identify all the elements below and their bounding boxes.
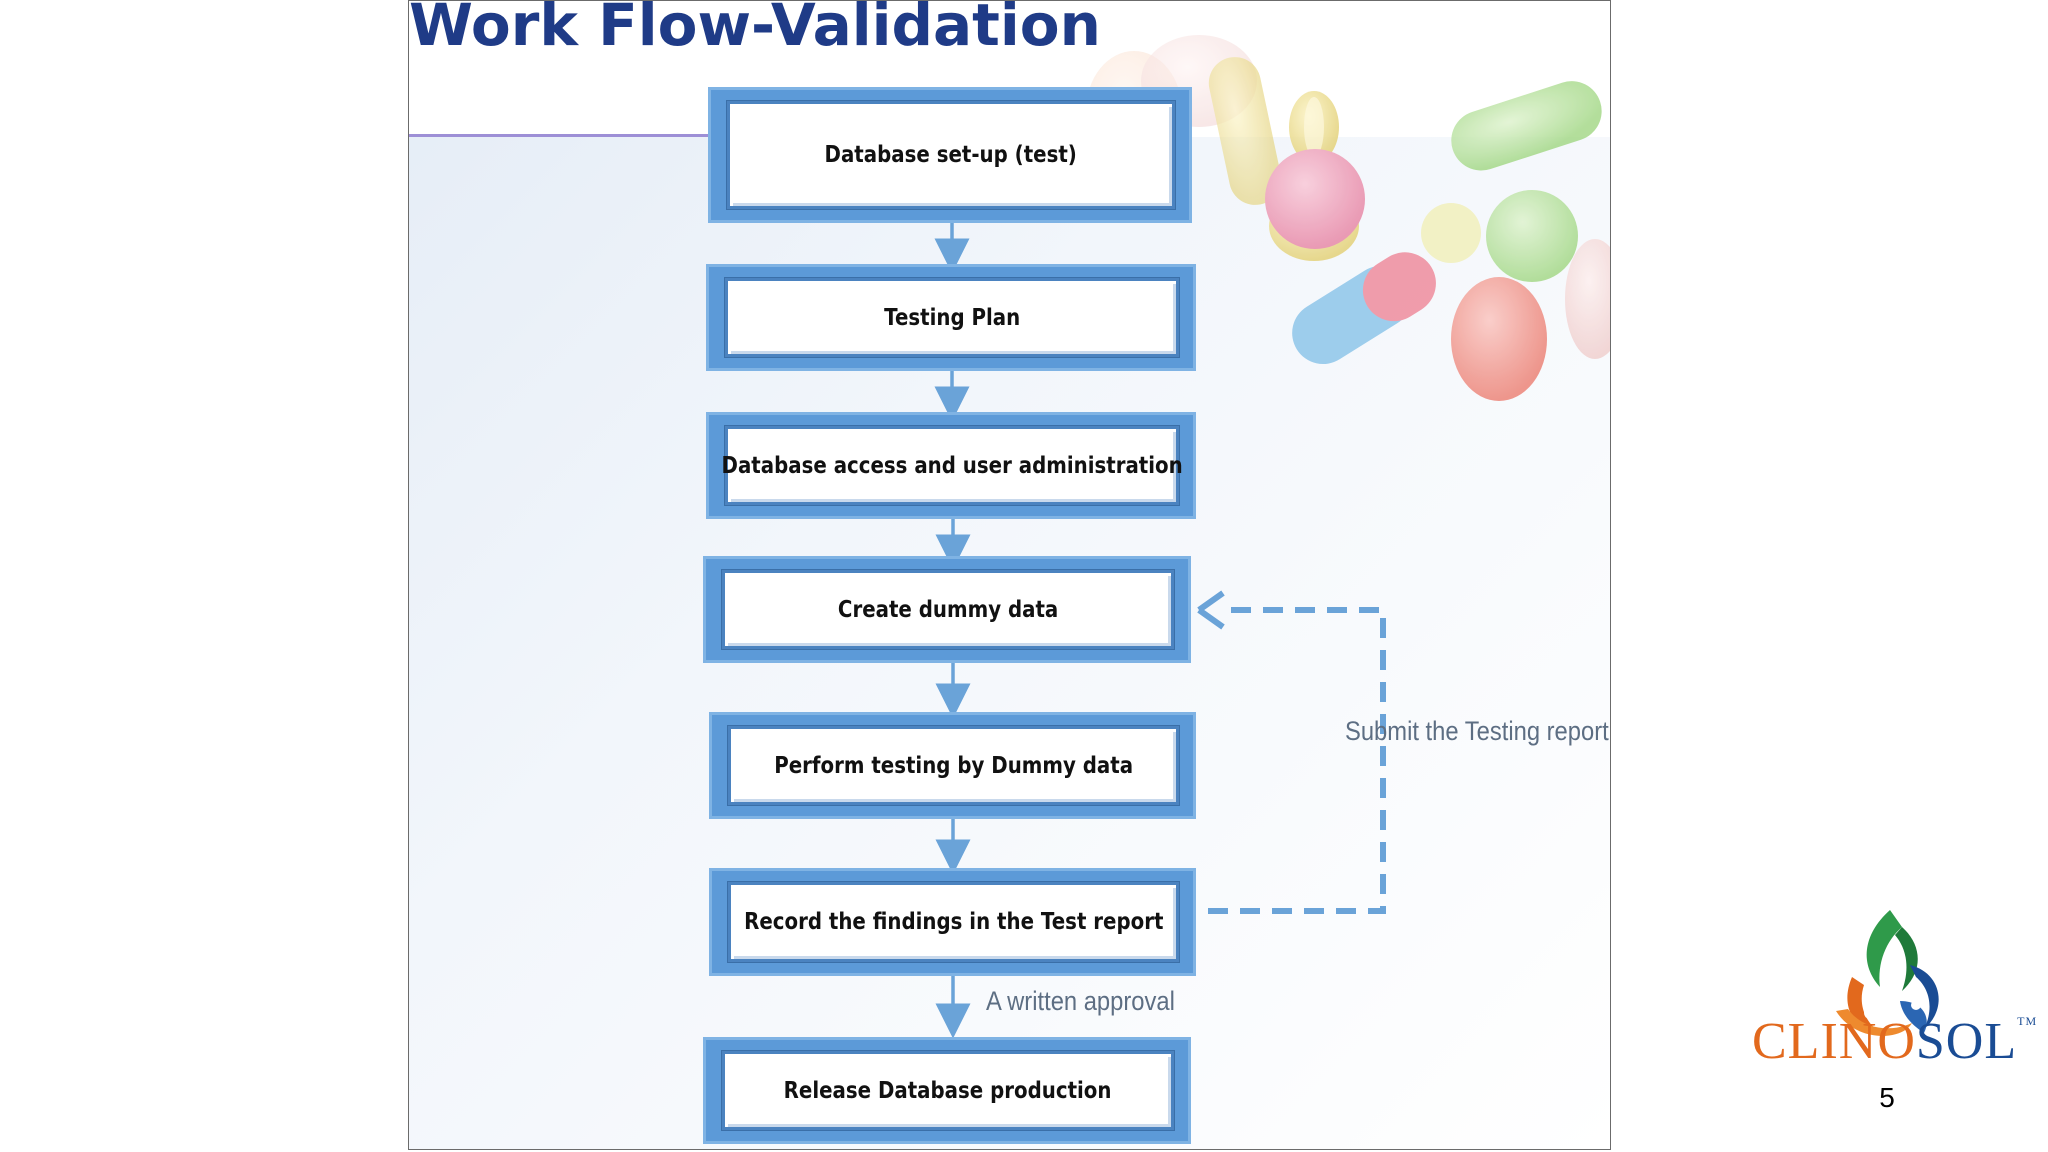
- step-label: Database access and user administration: [721, 452, 1183, 479]
- step-database-setup: Database set-up (test): [708, 87, 1192, 223]
- feedback-label: Submit the Testing report: [1345, 716, 1609, 746]
- step-record-findings: Record the findings in the Test report: [709, 868, 1196, 976]
- brand-logotype: CLINOSOLTM: [1752, 1013, 2038, 1070]
- step-label: Perform testing by Dummy data: [774, 752, 1133, 779]
- title-underline: [409, 134, 713, 137]
- step-label: Release Database production: [784, 1077, 1112, 1104]
- slide: Work Flow-Validation Database set-up (te…: [408, 0, 1611, 1150]
- pills-decoration-image: [1086, 35, 1610, 401]
- flow-connectors: [934, 223, 1386, 1039]
- step-perform-testing: Perform testing by Dummy data: [709, 712, 1196, 819]
- step-label: Database set-up (test): [824, 142, 1078, 168]
- feedback-arrowhead: [1197, 590, 1225, 630]
- step-release-production: Release Database production: [703, 1037, 1191, 1144]
- step-label: Testing Plan: [883, 304, 1021, 331]
- step-create-dummy-data: Create dummy data: [703, 556, 1191, 663]
- step-testing-plan: Testing Plan: [706, 264, 1196, 371]
- page-number: 5: [1879, 1082, 1895, 1113]
- step-label: Record the findings in the Test report: [743, 909, 1164, 935]
- step-label: Create dummy data: [837, 596, 1059, 623]
- page-title: Work Flow-Validation: [409, 0, 1101, 59]
- approval-label: A written approval: [986, 986, 1175, 1016]
- feedback-loop: [1208, 607, 1386, 914]
- clinosol-logo-icon: [1836, 910, 1939, 1036]
- step-database-access: Database access and user administration: [706, 412, 1196, 519]
